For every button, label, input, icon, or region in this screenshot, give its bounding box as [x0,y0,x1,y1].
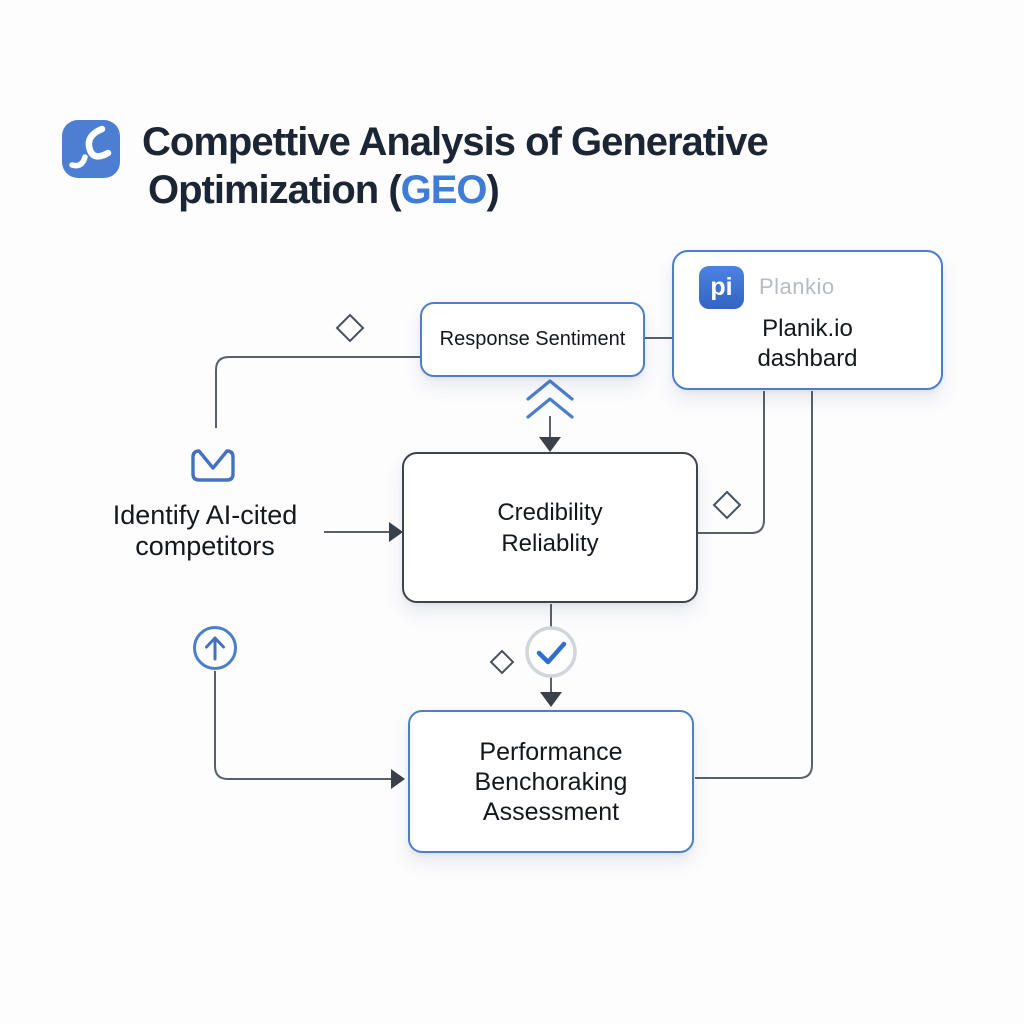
mail-envelope-icon [191,449,235,482]
connector-planik-to-performance [695,391,813,779]
identify-competitors-label: Identify AI-cited competitors [80,500,330,562]
decision-diamond-icon-bottom [489,649,515,675]
node-performance-benchmarking: Performance Benchoraking Assessment [408,710,694,853]
arrowhead-into-credibility-left [389,522,403,542]
identify-label-line2: competitors [135,531,275,561]
response-sentiment-label: Response Sentiment [439,328,626,350]
check-circle-icon [525,626,577,678]
planik-title-line1: Planik.io [762,315,853,342]
app-logo-swirl-icon [62,120,120,178]
node-credibility-reliability: Credibility Reliablity [402,452,698,603]
connector-credibility-to-planik [698,391,765,534]
decision-diamond-icon-right [712,490,742,520]
planik-pi-badge-icon: pi [699,266,744,309]
title-line2-suffix: ) [486,168,500,212]
arrowhead-into-performance-top [540,692,562,707]
node-planik-dashboard: pi Plankio Planik.io dashbard [672,250,943,390]
page-title: Compettive Analysis of Generative Optimi… [142,118,769,214]
arrowhead-into-performance-left [391,769,405,789]
decision-diamond-icon-top-left [335,313,365,343]
arrowhead-into-credibility-top [539,437,561,452]
performance-label-line2: Benchoraking [474,767,628,796]
page-title-line2: Optimization (GEO) [142,166,768,214]
planik-title: Planik.io dashbard [674,314,941,374]
planik-title-line2: dashbard [757,345,858,372]
connector-circleup-to-performance [214,671,391,780]
credibility-label-line2: Reliablity [501,529,599,557]
performance-label-line1: Performance [479,737,623,766]
circle-up-arrow-icon [193,626,237,670]
identify-label-line1: Identify AI-cited [112,500,298,530]
node-response-sentiment: Response Sentiment [420,302,645,377]
title-line2-prefix: Optimization ( [148,168,402,212]
planik-brand-watermark: Plankio [759,274,835,299]
performance-label-line3: Assessment [482,797,620,826]
double-chevron-up-icon [526,379,574,419]
page-title-line1: Compettive Analysis of Generative [142,120,769,164]
title-geo-highlight: GEO [400,168,488,212]
connector-response-to-envelope [215,356,420,428]
credibility-label-line1: Credibility [497,498,603,526]
